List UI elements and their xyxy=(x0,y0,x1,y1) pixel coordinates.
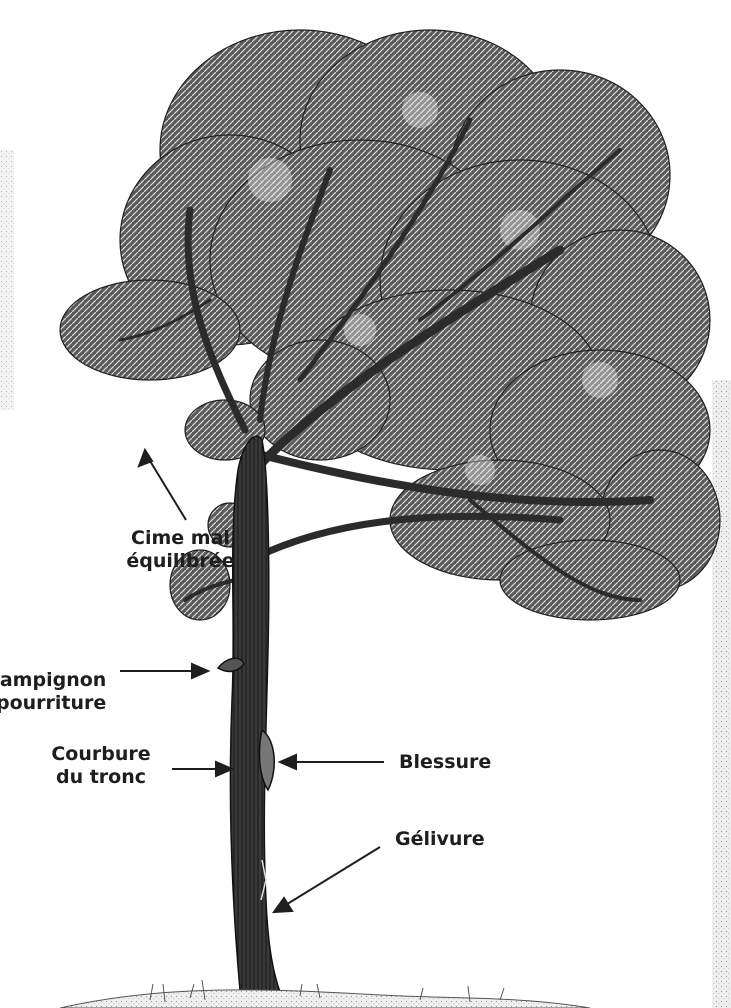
trunk xyxy=(230,436,280,992)
label-unbalanced-crown-line1: Cime mal xyxy=(118,527,243,550)
label-frost-crack: Gélivure xyxy=(395,828,485,851)
label-fungus-rot: ampignon pourriture xyxy=(0,669,106,715)
page-edge-left xyxy=(0,150,14,410)
label-wound: Blessure xyxy=(399,751,491,774)
label-trunk-curvature: Courbure du tronc xyxy=(30,743,172,789)
label-fungus-rot-line2: pourriture xyxy=(0,692,106,715)
page-edge-right xyxy=(712,380,731,1008)
label-unbalanced-crown: Cime mal équilibrée xyxy=(118,527,243,573)
label-trunk-curvature-line2: du tronc xyxy=(30,766,172,789)
ground xyxy=(60,980,590,1008)
label-unbalanced-crown-line2: équilibrée xyxy=(118,550,243,573)
label-fungus-rot-line1: ampignon xyxy=(0,669,106,692)
label-trunk-curvature-line1: Courbure xyxy=(30,743,172,766)
